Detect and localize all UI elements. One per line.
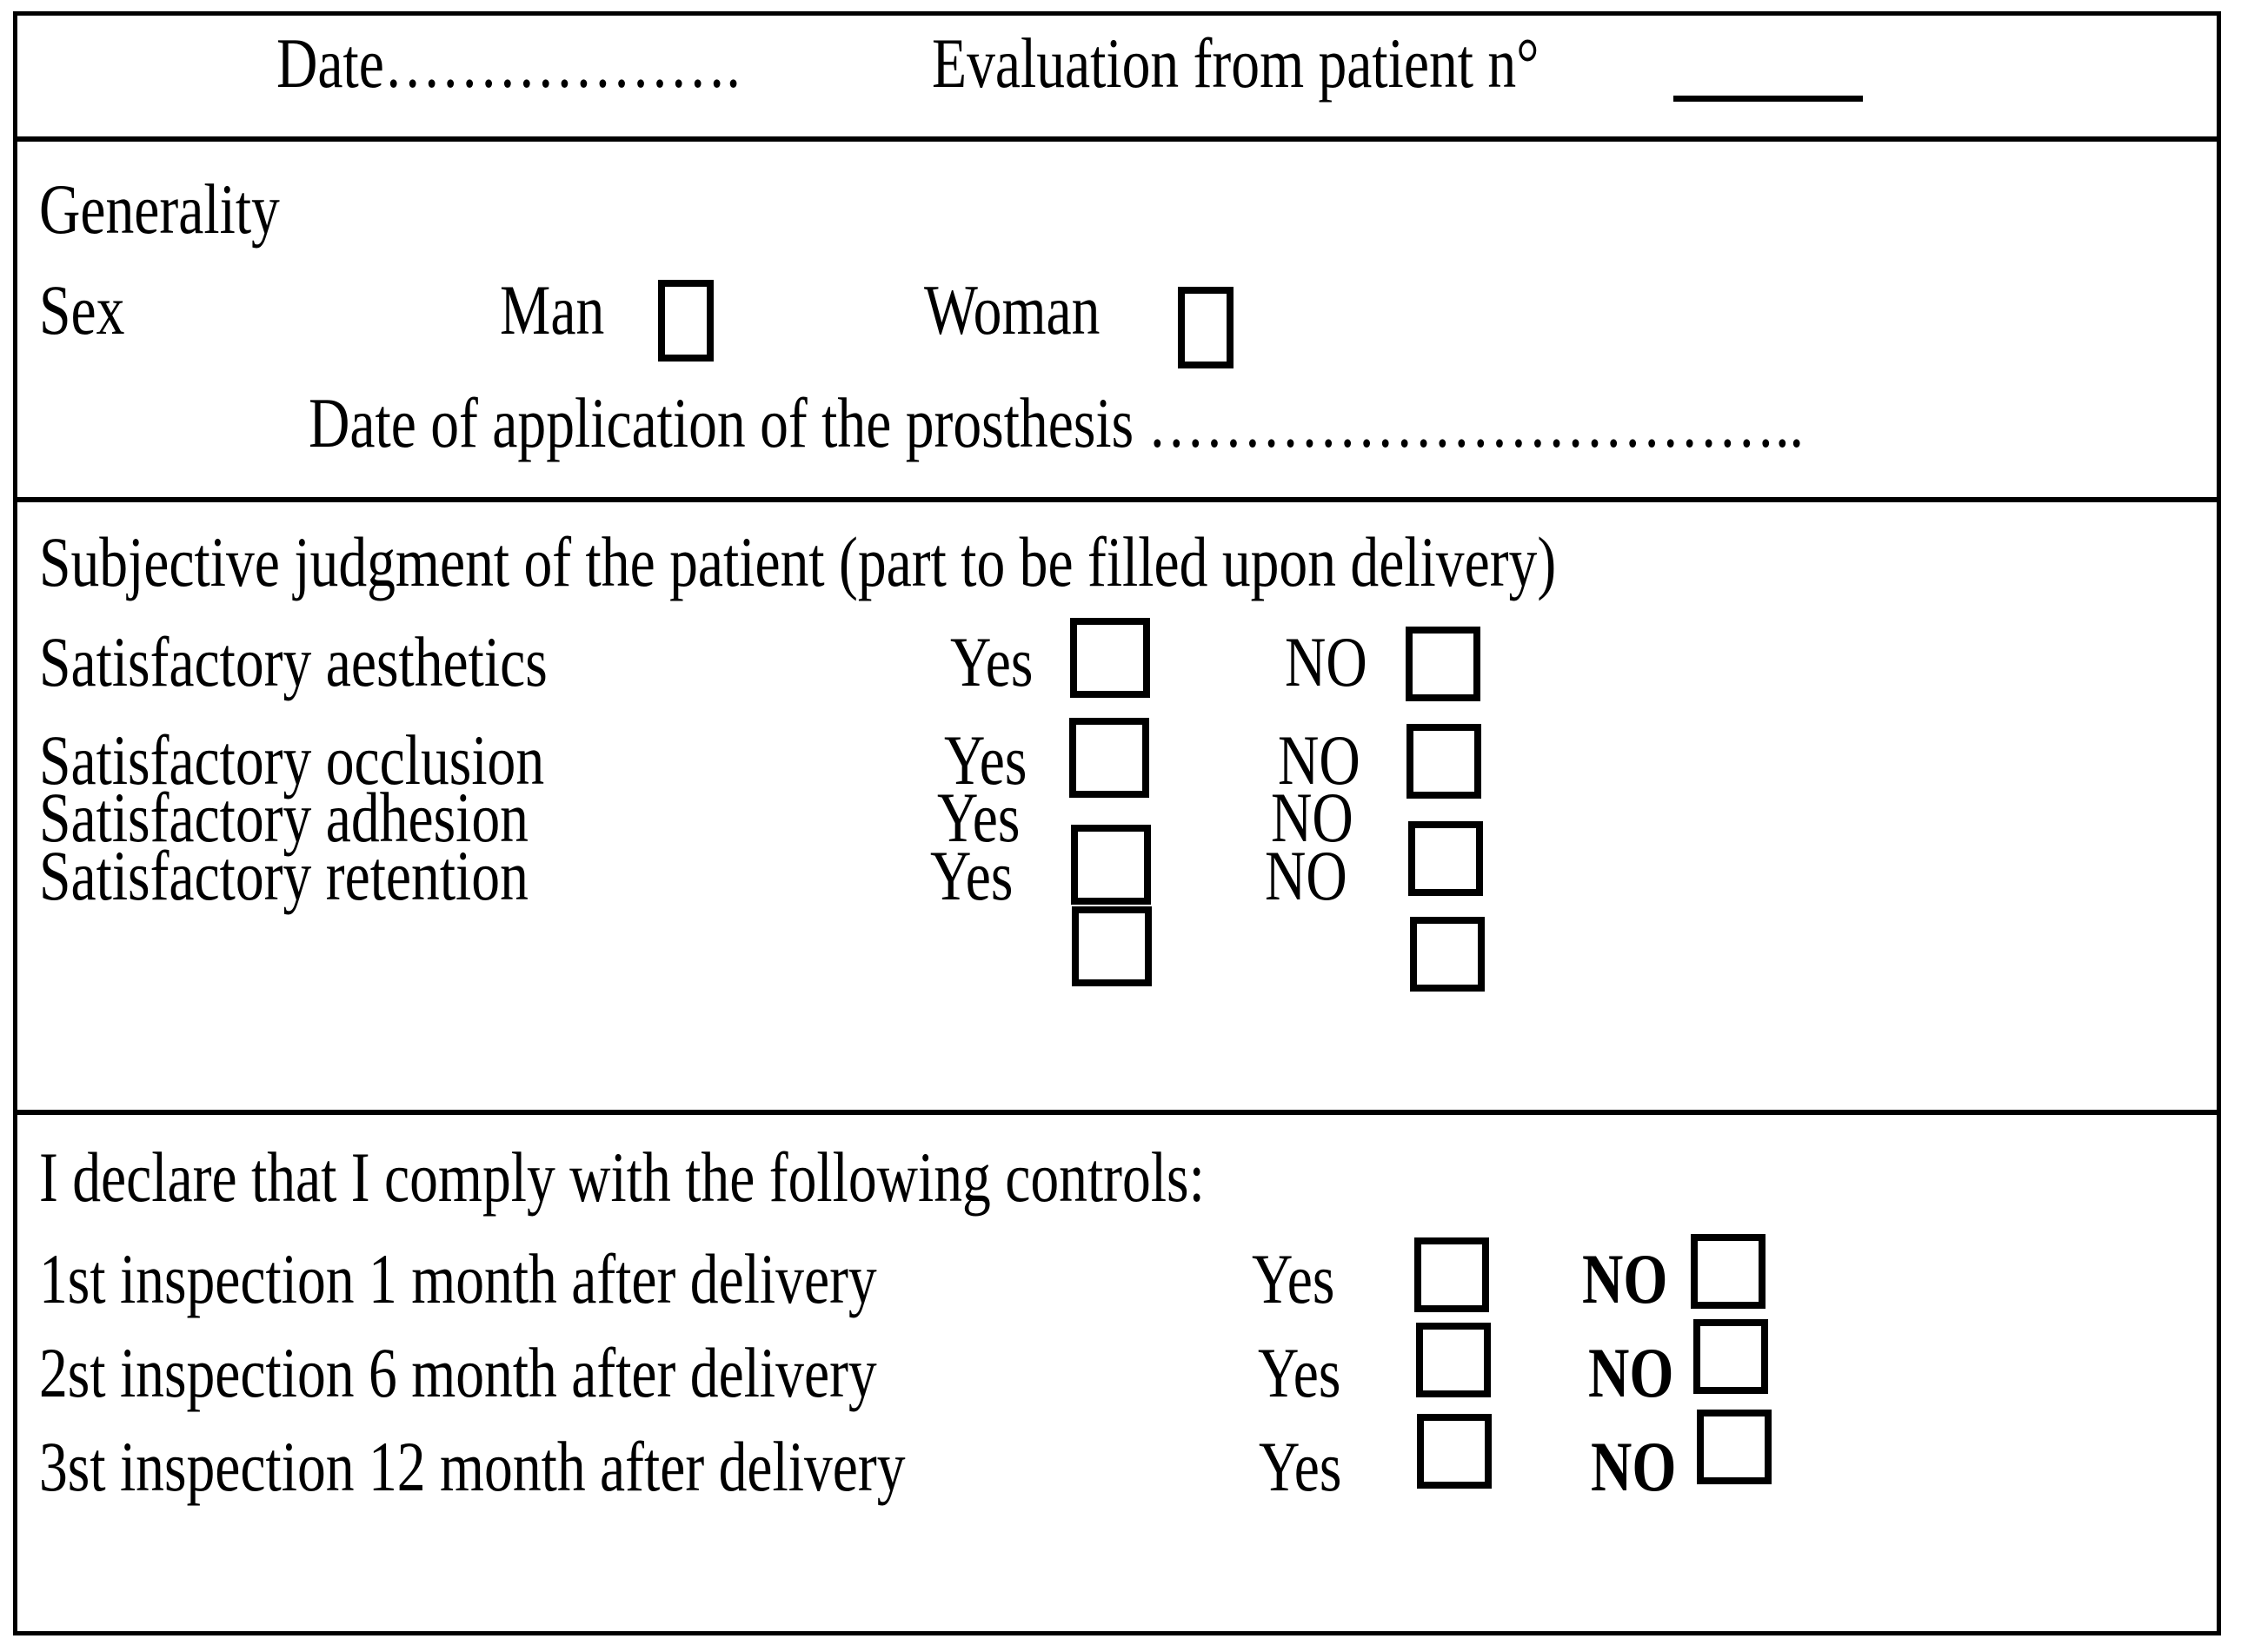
- subjective-yes-checkbox[interactable]: [1071, 825, 1151, 905]
- divider-3: [13, 1110, 2221, 1115]
- controls-yes-label: Yes: [1252, 1239, 1335, 1318]
- subjective-heading: Subjective judgment of the patient (part…: [39, 522, 1557, 601]
- sex-option-woman-label: Woman: [924, 270, 1101, 349]
- sex-label: Sex: [39, 270, 125, 349]
- subjective-no-label: NO: [1271, 778, 1353, 857]
- subjective-no-label: NO: [1278, 720, 1360, 799]
- subjective-row-label: Satisfactory occlusion: [39, 720, 545, 799]
- subjective-row-label: Satisfactory adhesion: [39, 778, 529, 857]
- subjective-row-label: Satisfactory retention: [39, 836, 529, 915]
- subjective-no-label: NO: [1285, 622, 1367, 701]
- divider-2: [13, 497, 2221, 502]
- controls-no-checkbox[interactable]: [1691, 1234, 1766, 1309]
- subjective-no-label: NO: [1265, 836, 1347, 915]
- subjective-yes-checkbox[interactable]: [1072, 906, 1152, 986]
- controls-no-checkbox[interactable]: [1697, 1410, 1772, 1484]
- controls-yes-checkbox[interactable]: [1414, 1237, 1489, 1312]
- form-border: [13, 11, 2221, 1635]
- controls-yes-checkbox[interactable]: [1417, 1414, 1492, 1489]
- controls-yes-label: Yes: [1259, 1427, 1342, 1506]
- controls-yes-checkbox[interactable]: [1416, 1323, 1491, 1397]
- prosthesis-date-label: Date of application of the prosthesis ………: [309, 383, 1804, 462]
- subjective-no-checkbox[interactable]: [1406, 724, 1481, 799]
- controls-heading: I declare that I comply with the followi…: [39, 1138, 1205, 1217]
- subjective-yes-checkbox[interactable]: [1070, 618, 1150, 698]
- controls-no-label: NO: [1591, 1427, 1677, 1506]
- subjective-no-checkbox[interactable]: [1406, 627, 1480, 701]
- sex-option-man-checkbox[interactable]: [658, 280, 714, 362]
- subjective-yes-label: Yes: [930, 836, 1014, 915]
- subjective-no-checkbox[interactable]: [1408, 821, 1483, 896]
- subjective-no-checkbox[interactable]: [1410, 917, 1485, 992]
- date-label: Date……………….: [276, 23, 741, 103]
- controls-row-label: 3st inspection 12 month after delivery: [39, 1427, 906, 1506]
- sex-option-man-label: Man: [500, 270, 605, 349]
- subjective-yes-label: Yes: [950, 622, 1034, 701]
- controls-no-checkbox[interactable]: [1693, 1319, 1768, 1394]
- divider-1: [13, 136, 2221, 142]
- subjective-yes-label: Yes: [944, 720, 1027, 799]
- subjective-row-label: Satisfactory aesthetics: [39, 622, 548, 701]
- subjective-yes-label: Yes: [937, 778, 1021, 857]
- controls-no-label: NO: [1582, 1239, 1668, 1318]
- controls-no-label: NO: [1588, 1333, 1674, 1412]
- evaluation-label: Evaluation from patient n°: [932, 23, 1539, 103]
- patient-number-underline[interactable]: [1673, 96, 1863, 102]
- subjective-yes-checkbox[interactable]: [1069, 718, 1149, 798]
- controls-row-label: 1st inspection 1 month after delivery: [39, 1239, 877, 1318]
- generality-heading: Generality: [39, 169, 280, 249]
- controls-yes-label: Yes: [1258, 1333, 1341, 1412]
- sex-option-woman-checkbox[interactable]: [1178, 287, 1234, 368]
- controls-row-label: 2st inspection 6 month after delivery: [39, 1333, 877, 1412]
